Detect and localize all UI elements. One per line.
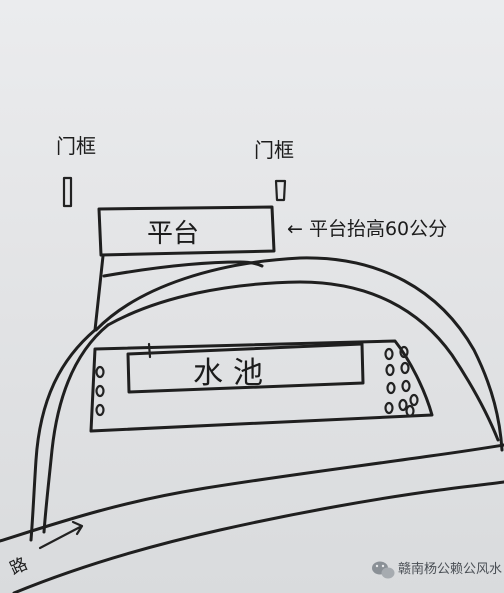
stone — [384, 347, 394, 361]
road-lower-edge — [12, 480, 504, 593]
pool-outline — [126, 342, 365, 394]
stones-left — [95, 365, 105, 417]
road: 路 — [0, 443, 504, 593]
platform-base-curve — [102, 260, 264, 278]
pool-tick-mark — [147, 342, 152, 359]
road-upper-edge — [0, 443, 504, 543]
watermark-text: 赣南杨公赖公风水 — [398, 561, 502, 577]
pool-label: 水池 — [193, 356, 273, 391]
road-direction-arrow — [38, 520, 84, 550]
road-label: 路 — [7, 554, 31, 579]
platform-label: 平台 — [147, 219, 199, 249]
stone — [95, 365, 105, 379]
stone — [398, 398, 408, 412]
path-outer-edge-left — [29, 328, 97, 542]
pool-enclosure — [89, 339, 434, 433]
platform-height-note: ← 平台抬高60公分 — [287, 218, 447, 240]
stone — [405, 404, 415, 418]
stone — [400, 361, 410, 375]
platform: 平台 — [97, 205, 276, 257]
stone — [95, 384, 105, 398]
pool: 水池 — [126, 342, 365, 394]
stone — [95, 403, 105, 417]
platform-side-line — [93, 254, 105, 332]
door-frame-right-post — [274, 179, 287, 202]
stones-right — [384, 345, 419, 418]
stone — [385, 363, 395, 377]
door-frame-left-label: 门框 — [56, 134, 96, 158]
door-frame-right-label: 门框 — [254, 138, 294, 162]
stone — [399, 345, 409, 359]
path-inner-edge-left — [42, 323, 110, 534]
path-inner-edge — [106, 280, 500, 442]
door-frame-left: 门框 — [56, 134, 96, 208]
stone — [384, 401, 394, 415]
door-frame-right: 门框 — [254, 138, 294, 202]
door-frame-left-post — [62, 176, 73, 208]
wechat-icon — [372, 561, 395, 579]
stone — [409, 393, 419, 407]
platform-outline — [97, 205, 276, 257]
watermark: 赣南杨公赖公风水 — [372, 561, 502, 579]
path-outer-edge — [94, 256, 504, 452]
stone — [386, 381, 396, 395]
stone — [401, 379, 411, 393]
